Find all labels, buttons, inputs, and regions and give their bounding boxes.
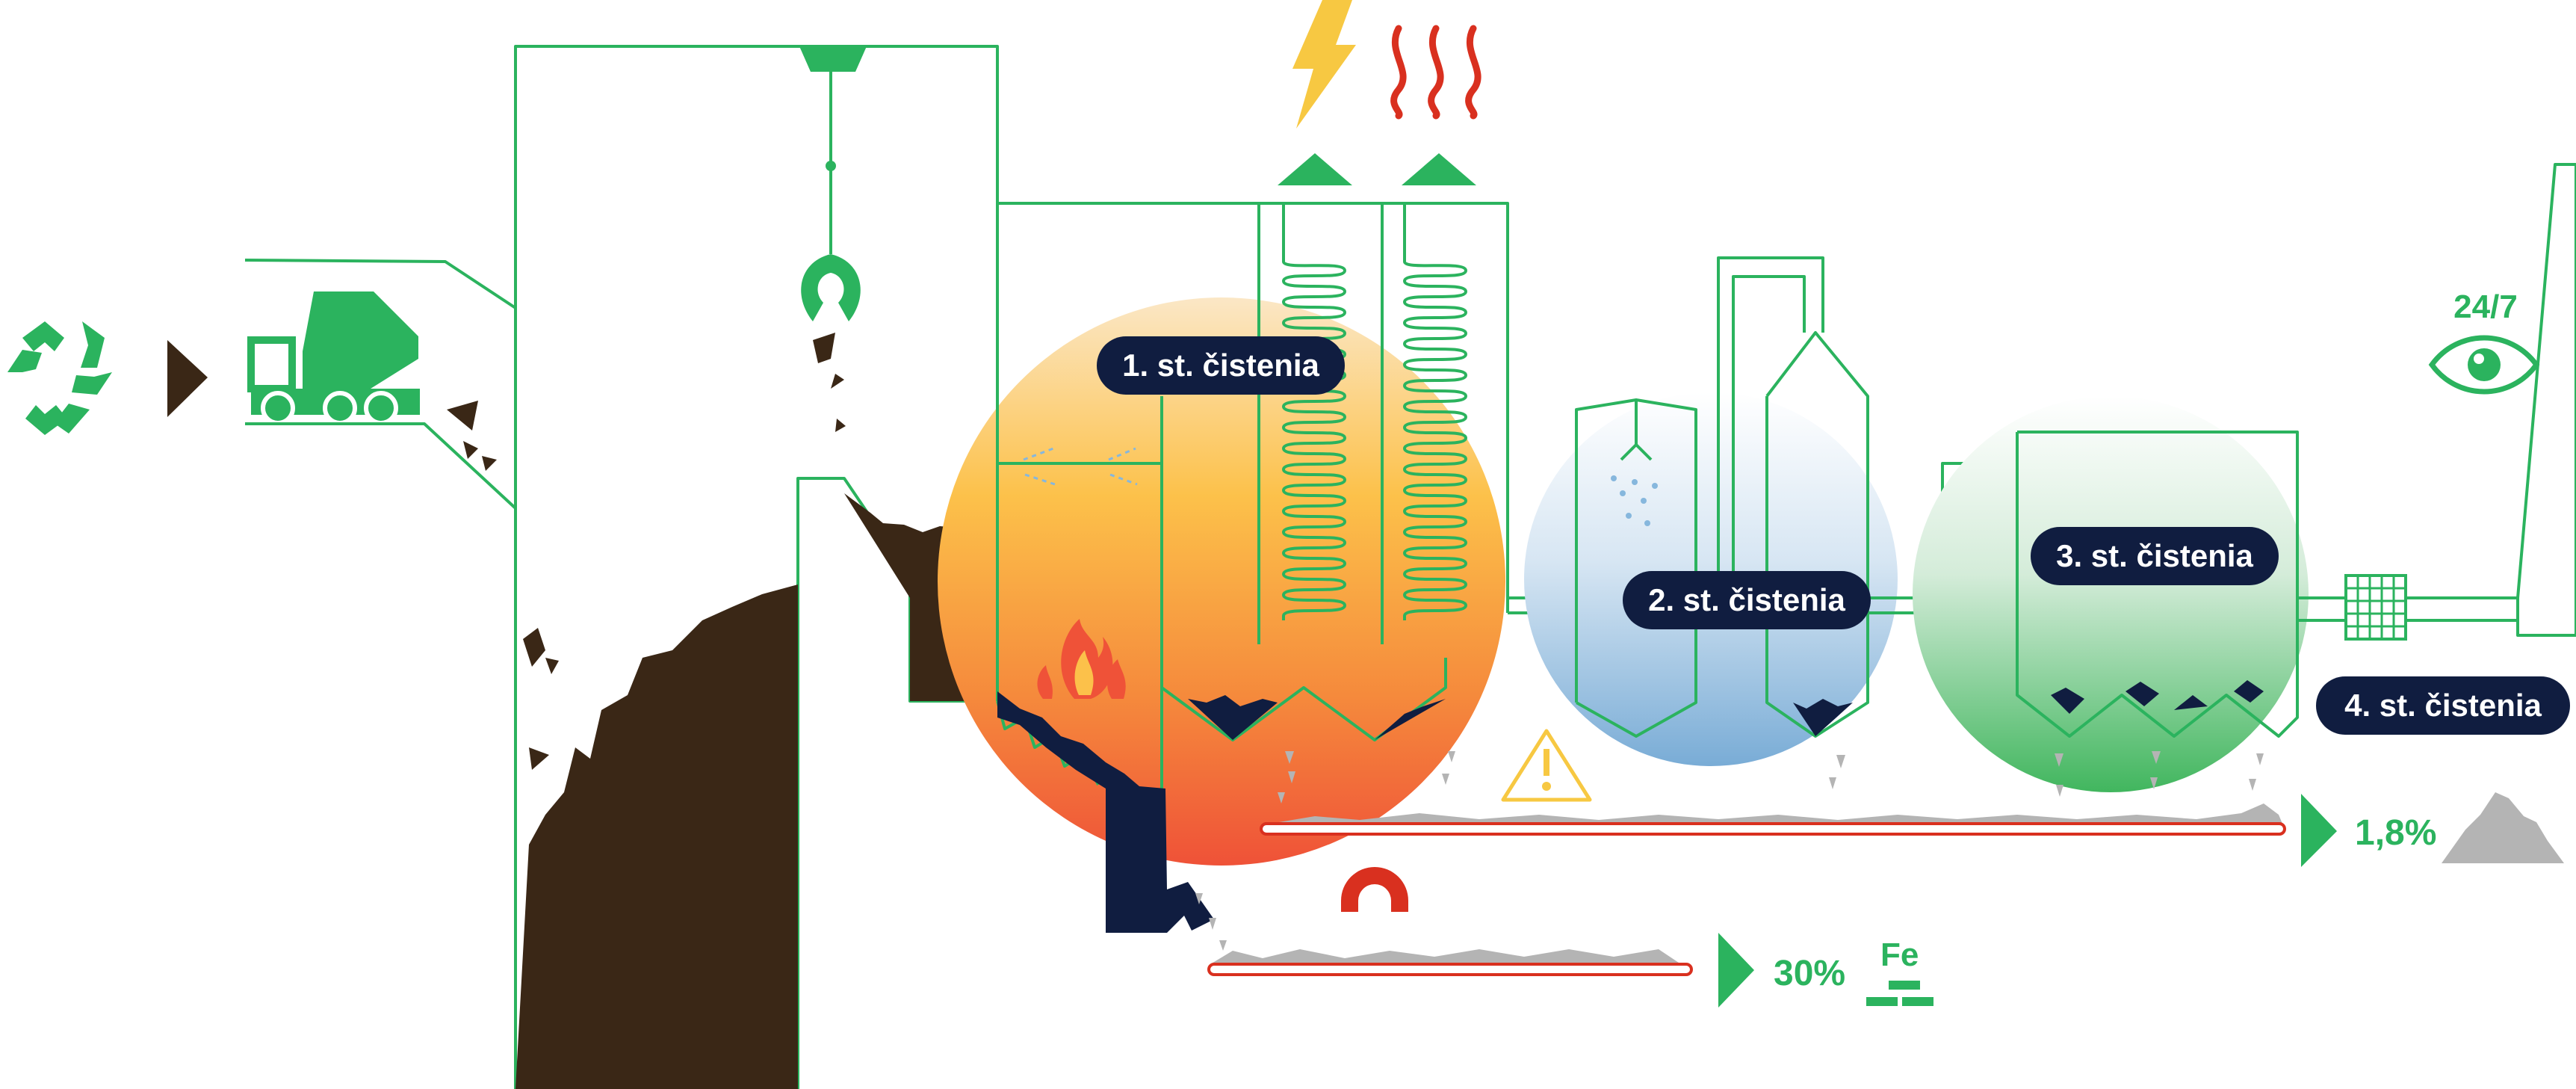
iron-symbol: Fe	[1880, 937, 1919, 973]
stage2-text: 2. st. čistenia	[1648, 582, 1845, 617]
falling-waste	[447, 401, 497, 471]
stage4-label: 4. st. čistenia	[2316, 676, 2570, 735]
play-arrow-icon	[167, 340, 208, 417]
recycle-icon	[7, 321, 112, 435]
iron-bars-icon	[1866, 981, 1933, 1006]
ash-conveyor	[1260, 751, 2286, 836]
iron-percent: 30%	[1774, 954, 1845, 993]
heat-exchanger-2	[1402, 203, 1468, 620]
incinerator-grate	[996, 691, 1214, 933]
fly-ash-percent: 1,8%	[2355, 813, 2436, 853]
bag-filter	[2016, 431, 2299, 738]
stage1-label: 1. st. čistenia	[1097, 336, 1345, 395]
waste-bunker	[514, 45, 1000, 1089]
stage2-label: 2. st. čistenia	[1623, 571, 1871, 629]
stage1-text: 1. st. čistenia	[1122, 348, 1319, 383]
heat-waves-icon	[1390, 25, 1481, 120]
eye-icon	[2428, 335, 2540, 395]
stage3-text: 3. st. čistenia	[2056, 538, 2253, 573]
stage3-zone	[1913, 396, 2309, 792]
play-arrow-icon	[2301, 794, 2337, 867]
stage4-text: 4. st. čistenia	[2344, 688, 2542, 723]
monitoring-label: 24/7	[2453, 289, 2518, 325]
garbage-truck-icon	[247, 291, 420, 425]
magnet-icon	[1341, 867, 1408, 921]
filter-grid-icon	[2344, 574, 2407, 641]
warning-icon	[1501, 729, 1592, 802]
chimney	[2516, 163, 2576, 637]
stage3-label: 3. st. čistenia	[2031, 527, 2279, 585]
ash-pile-icon	[2442, 792, 2564, 863]
heat-exchanger-1	[1281, 203, 1347, 620]
lightning-icon	[1292, 0, 1356, 129]
boiler	[996, 202, 1576, 822]
stage1-zone	[938, 297, 1505, 866]
crane-claw-icon	[799, 46, 867, 321]
play-arrow-icon	[1718, 933, 1754, 1008]
slag-conveyor	[1195, 893, 1693, 976]
flame-icon	[1037, 619, 1126, 699]
